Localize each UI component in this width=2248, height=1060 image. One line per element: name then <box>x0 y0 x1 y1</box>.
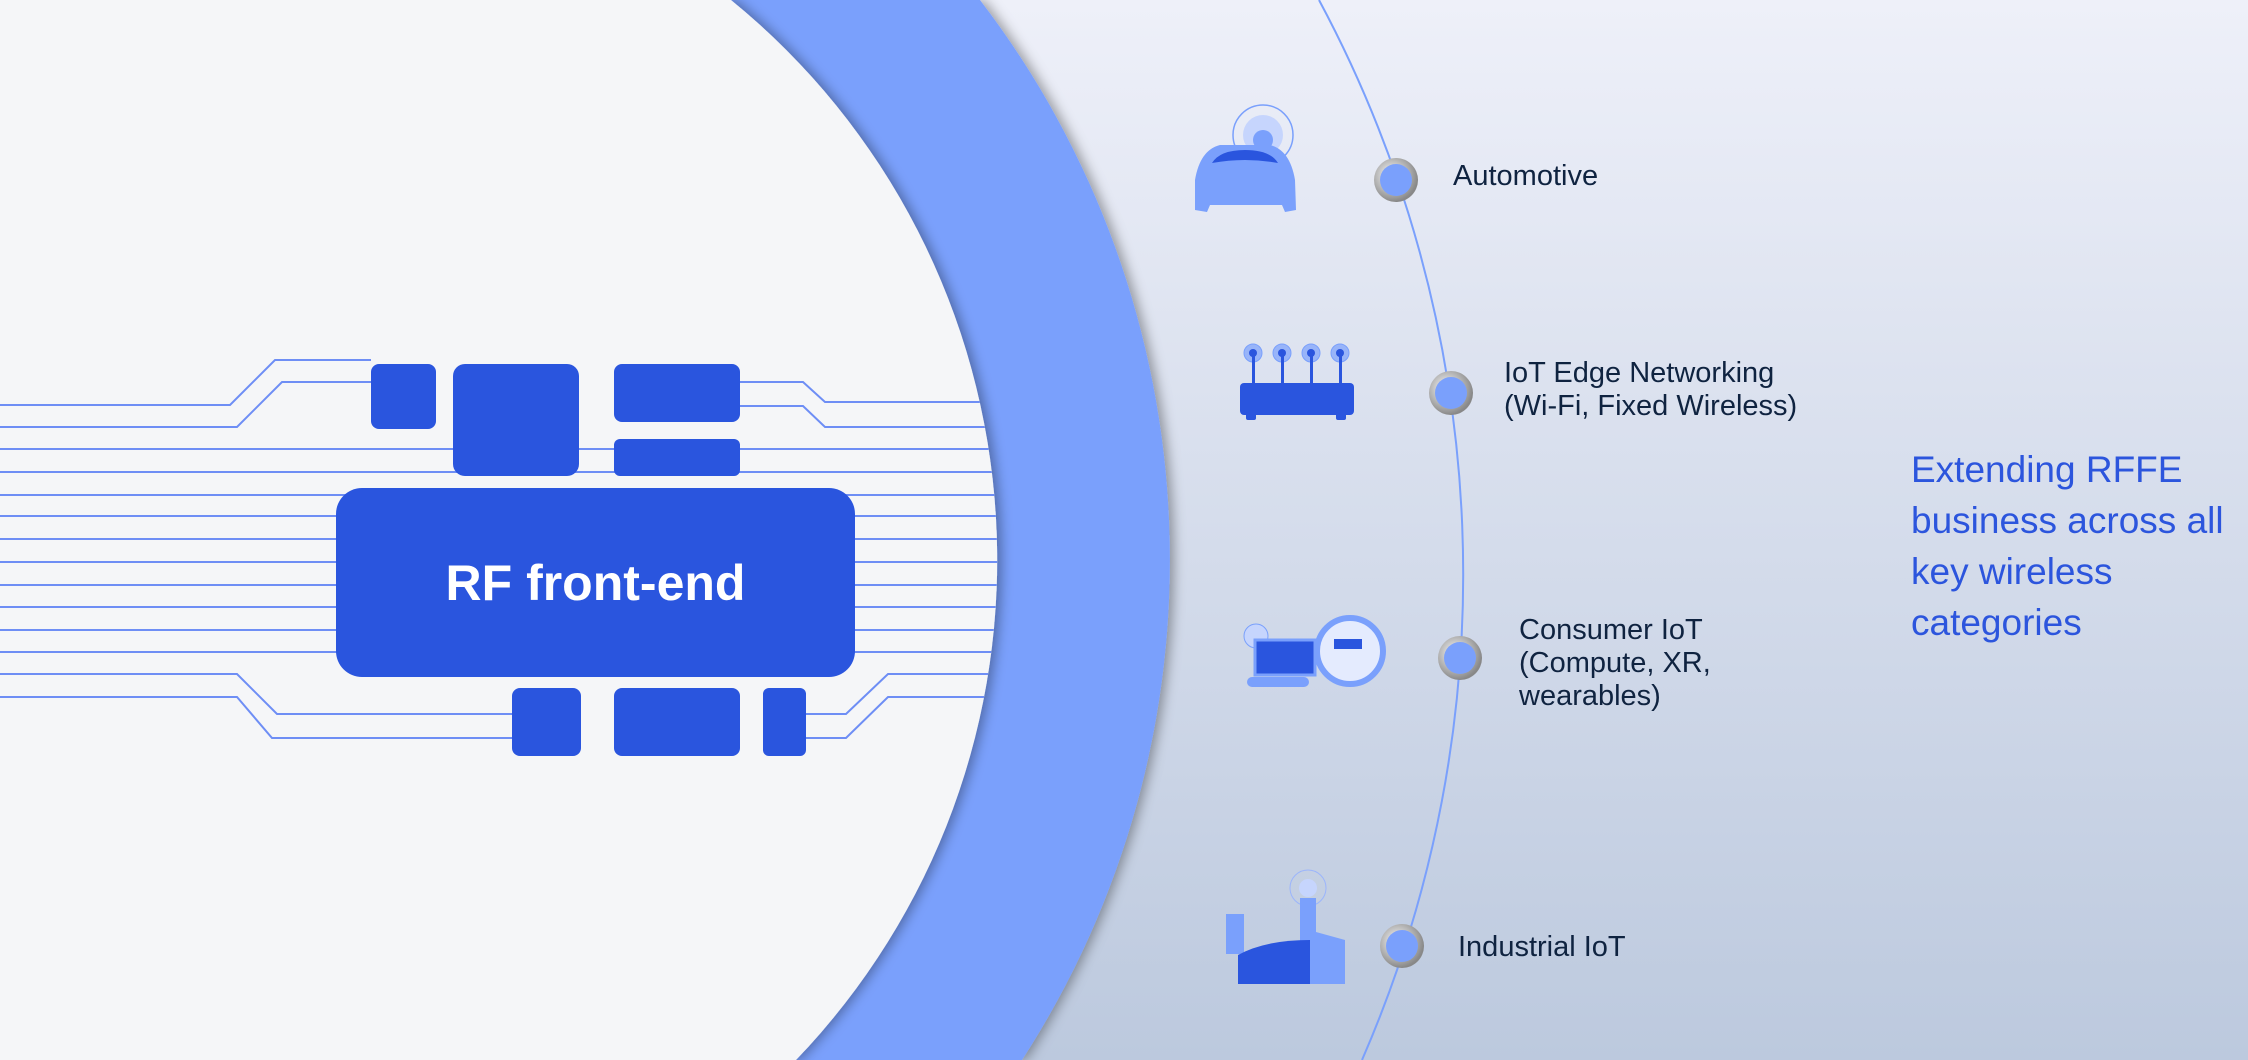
rf-front-end-label: RF front-end <box>445 554 746 611</box>
tagline: Extending RFFE business across all key w… <box>1911 449 2224 643</box>
category-sublabel: (Compute, XR, <box>1519 647 1711 679</box>
category-label: Automotive <box>1453 160 1599 192</box>
rf-front-end-box <box>336 488 855 677</box>
node-iot-edge <box>1429 371 1473 415</box>
component-block <box>614 688 740 756</box>
category-sublabel: (Wi-Fi, Fixed Wireless) <box>1504 390 1798 422</box>
node-automotive <box>1374 158 1418 202</box>
factory-icon <box>1226 869 1345 984</box>
timeline-arc <box>1318 0 1465 1060</box>
car-icon <box>1195 104 1296 212</box>
node-consumer-iot <box>1438 636 1482 680</box>
component-block <box>453 364 579 476</box>
router-icon <box>1240 343 1354 420</box>
component-block <box>763 688 806 756</box>
category-consumer-iot: Consumer IoT (Compute, XR, wearables) <box>1519 614 1711 713</box>
category-label: IoT Edge Networking <box>1504 357 1775 389</box>
category-iot-edge-networking: IoT Edge Networking (Wi-Fi, Fixed Wirele… <box>1504 357 1797 423</box>
laptop-xr-icon <box>1243 615 1386 687</box>
component-block <box>614 439 740 476</box>
component-block <box>371 364 436 429</box>
timeline-nodes <box>1374 158 1482 968</box>
category-label: Industrial IoT <box>1458 931 1626 963</box>
component-block <box>512 688 581 756</box>
node-industrial-iot <box>1380 924 1424 968</box>
category-label: Consumer IoT <box>1519 614 1703 646</box>
category-sublabel: wearables) <box>1519 680 1661 712</box>
chip-blocks <box>336 364 855 756</box>
category-automotive: Automotive <box>1453 160 1598 193</box>
component-block <box>614 364 740 422</box>
category-industrial-iot: Industrial IoT <box>1458 931 1626 964</box>
